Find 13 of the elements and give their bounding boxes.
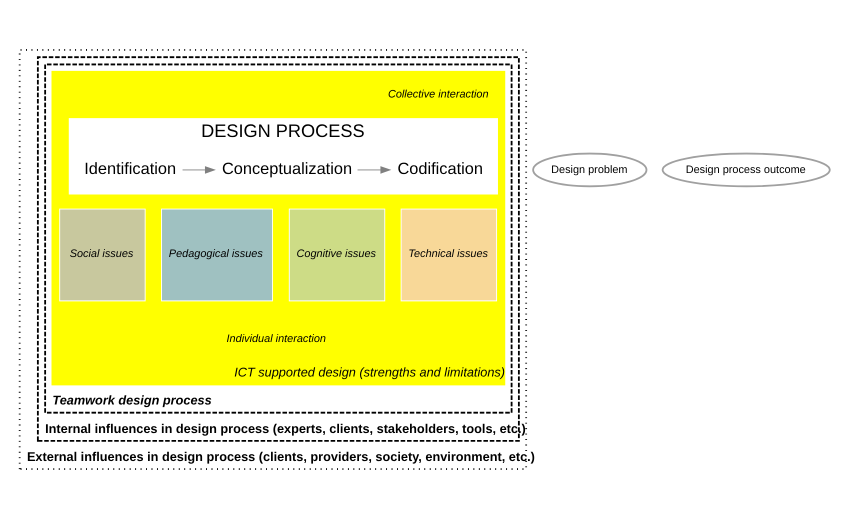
node-box: Cognitive issues (288, 208, 386, 302)
node-ellipse: Design process outcome (662, 152, 831, 188)
node-text: Conceptualization (222, 160, 352, 178)
node-box: Pedagogical issues (161, 208, 273, 302)
node-text: Individual interaction (226, 332, 326, 345)
node-text: Identification (84, 160, 176, 178)
node-text: Collective interaction (388, 88, 489, 100)
arrow (357, 166, 392, 174)
node-text: Codification (397, 160, 483, 178)
node-ellipse: Design problem (532, 152, 648, 188)
arrow (182, 166, 216, 174)
node-box: Technical issues (400, 208, 498, 302)
node-box: Social issues (59, 208, 146, 302)
